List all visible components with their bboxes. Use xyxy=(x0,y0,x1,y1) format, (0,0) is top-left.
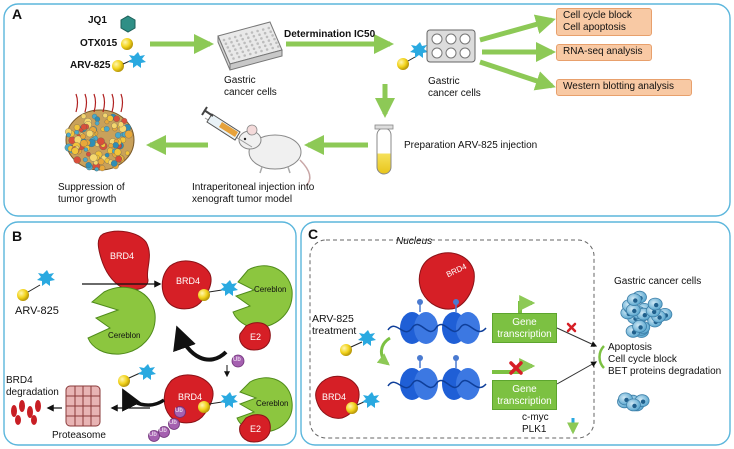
cmyc-plk1-label: c-myc PLK1 xyxy=(522,412,549,435)
compound-otx015: OTX015 xyxy=(80,38,118,49)
nucleosome-top-icon xyxy=(387,299,487,344)
cereblon-label-b1: Cereblon xyxy=(108,331,141,340)
brd4-protein-icon-b1 xyxy=(97,230,150,291)
e2-enzyme-icon xyxy=(239,322,271,351)
proteasome-label: Proteasome xyxy=(52,430,106,441)
ub-label-5: Ub xyxy=(149,432,157,438)
cancer-cell-cluster-icon xyxy=(620,290,673,338)
arv825-label-b: ARV-825 xyxy=(15,305,59,317)
nucleus-border xyxy=(309,239,595,439)
outcome-cell-cycle-apoptosis: Cell cycle block Cell apoptosis xyxy=(556,8,652,36)
panel-a-border xyxy=(3,3,731,217)
brd4-degradation-label: BRD4 degradation xyxy=(6,375,59,398)
panel-label-c: C xyxy=(308,226,319,242)
block-x-icon-large xyxy=(509,361,523,375)
injection-label: Intraperitoneal injection into xenograft… xyxy=(192,182,315,205)
panel-c-border xyxy=(300,221,731,446)
e2-label-1: E2 xyxy=(250,332,262,342)
ub-icon-4 xyxy=(158,426,170,438)
test-tube-icon xyxy=(374,124,394,175)
syringe-icon xyxy=(201,106,253,148)
ub-label-1: Ub xyxy=(233,357,241,363)
cereblon-label-b2: Cereblon xyxy=(254,285,287,294)
outcome-rna-seq: RNA-seq analysis xyxy=(556,44,652,61)
ub-icon-3 xyxy=(168,418,180,430)
mouse-icon xyxy=(238,124,311,187)
e2-enzyme-icon-2 xyxy=(239,414,271,443)
block-x-icon-small xyxy=(566,322,577,333)
arv825-ball-icon xyxy=(112,60,124,72)
well-plate-wells xyxy=(222,26,280,60)
ub-label-3: Ub xyxy=(169,420,177,426)
ub-icon-5 xyxy=(148,430,160,442)
compound-arv825: ARV-825 xyxy=(70,60,111,71)
brd4-label-b3: BRD4 xyxy=(178,392,203,402)
gene-transcription-box-bottom: Gene transcription xyxy=(492,380,557,410)
jq1-hexagon-icon xyxy=(120,15,136,33)
panel-label-a: A xyxy=(12,6,23,22)
degraded-fragments-icon xyxy=(11,400,41,425)
ub-label-4: Ub xyxy=(159,428,167,434)
ub-icon-2 xyxy=(174,406,186,418)
outcome-western-blot: Western blotting analysis xyxy=(556,79,692,96)
six-well-plate-icon xyxy=(426,29,476,63)
compound-jq1: JQ1 xyxy=(88,15,107,26)
brd4-label-c2: BRD4 xyxy=(322,392,347,402)
suppression-label: Suppression of tumor growth xyxy=(58,182,125,205)
proteasome-icon xyxy=(65,385,101,427)
gastric-cancer-cells-label-c: Gastric cancer cells xyxy=(614,276,702,287)
arv825-treatment-label: ARV-825 treatment xyxy=(312,313,357,337)
e2-label-2: E2 xyxy=(250,424,262,434)
cereblon-protein-icon-b1 xyxy=(87,286,156,355)
panel-b-border xyxy=(3,221,297,446)
ub-label-2: Ub xyxy=(175,408,183,414)
preparation-label: Preparation ARV-825 injection xyxy=(404,140,538,151)
panel-label-b: B xyxy=(12,228,23,244)
gastric-cancer-cells-label-1: Gastric cancer cells xyxy=(224,75,277,98)
gene-transcription-box-top: Gene transcription xyxy=(492,313,557,343)
brd4-label-b1: BRD4 xyxy=(110,251,135,261)
ub-icon-1 xyxy=(231,354,245,368)
effects-label: Apoptosis Cell cycle block BET proteins … xyxy=(608,342,722,377)
tumor-mass-icon xyxy=(64,93,135,172)
otx015-ball-icon xyxy=(121,38,133,50)
cereblon-protein-icon-b2 xyxy=(232,265,293,329)
cereblon-label-b3: Cereblon xyxy=(256,399,289,408)
determination-ic50-label: Determination IC50 xyxy=(284,29,376,40)
nucleosome-bottom-icon xyxy=(387,355,487,400)
nucleus-label: Nucleus xyxy=(396,236,433,247)
arv825-warhead-icon xyxy=(128,52,146,68)
cancer-cell-cluster-small-icon xyxy=(617,392,650,412)
gastric-cancer-cells-label-2: Gastric cancer cells xyxy=(428,76,481,99)
well-plate-icon xyxy=(217,21,283,71)
brd4-label-b2: BRD4 xyxy=(176,276,201,286)
brd4-protein-icon-c1 xyxy=(418,252,475,310)
